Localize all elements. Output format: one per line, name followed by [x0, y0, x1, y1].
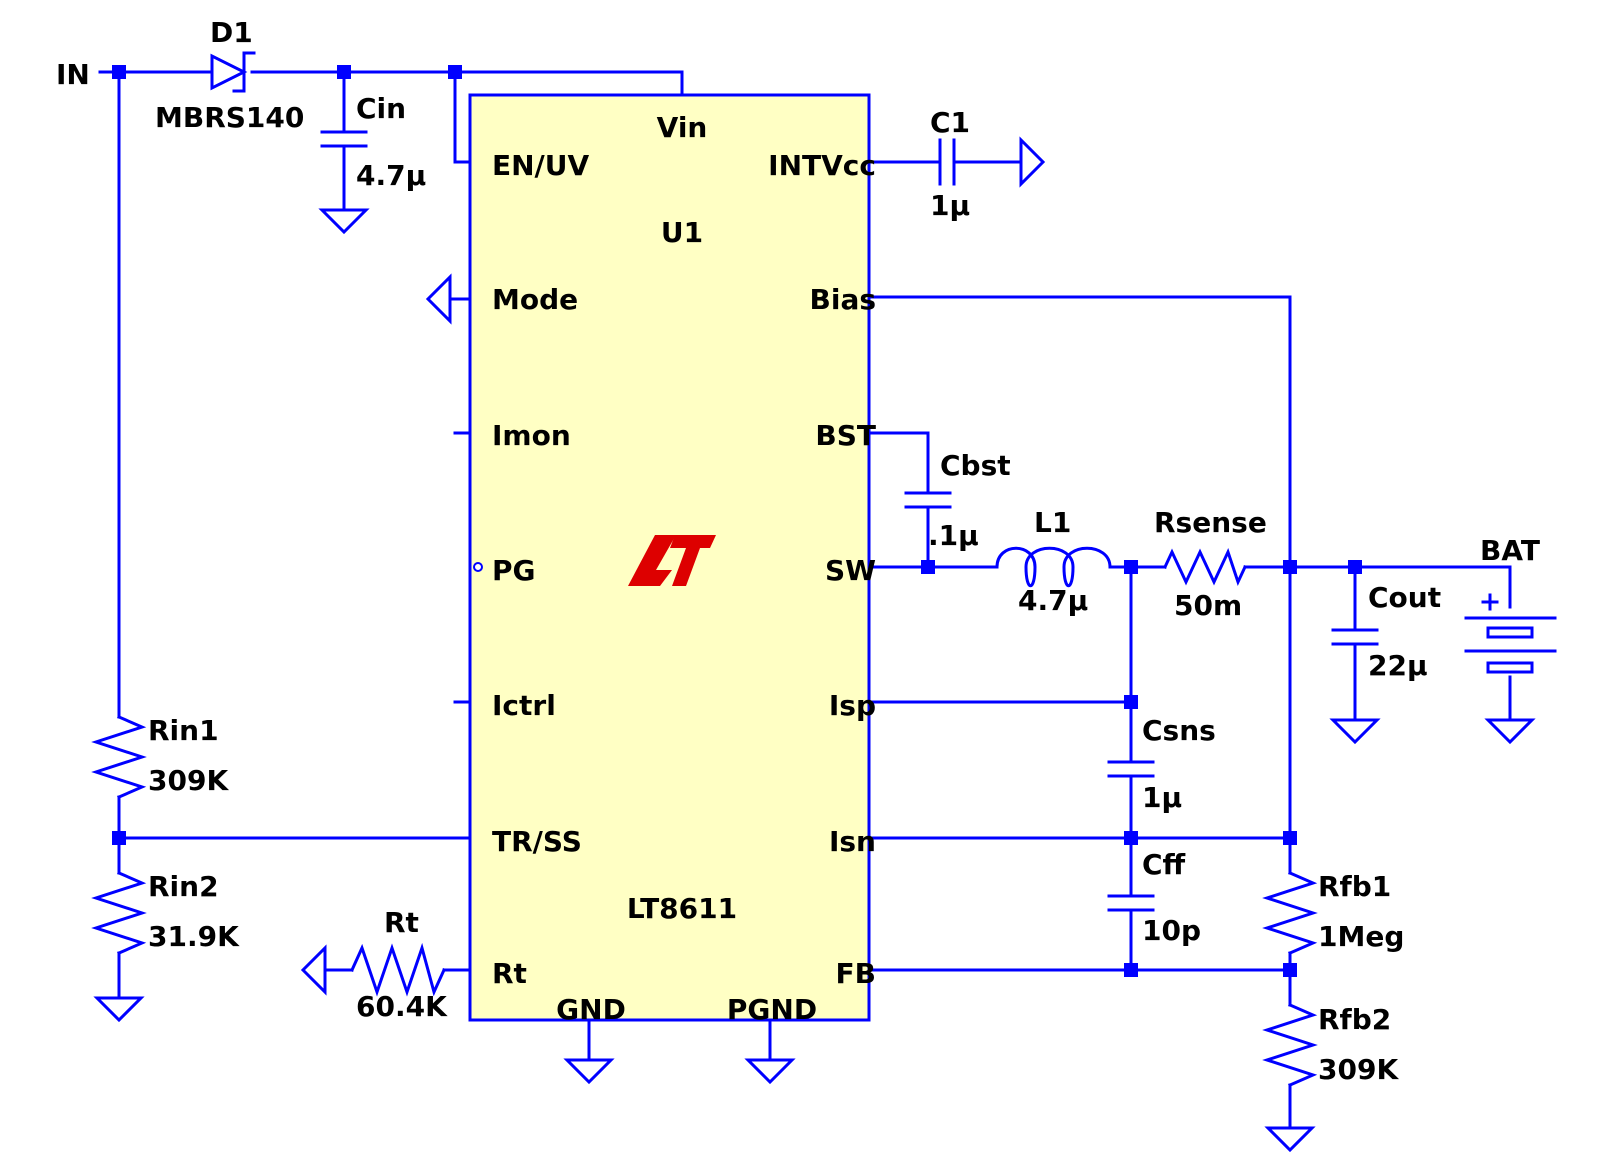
rfb2-ref: Rfb2	[1318, 1003, 1391, 1036]
capacitor-cout[interactable]	[1331, 628, 1379, 646]
rin1-ref: Rin1	[148, 714, 219, 747]
resistor-rin1[interactable]	[91, 715, 147, 799]
resistor-rfb2[interactable]	[1262, 1003, 1318, 1087]
ground-icon	[300, 944, 327, 996]
c1-value: 1µ	[930, 189, 970, 222]
csns-value: 1µ	[1142, 781, 1182, 814]
ground-icon	[563, 1058, 615, 1085]
csns-ref: Csns	[1142, 714, 1216, 747]
pin-sw: SW	[825, 554, 876, 587]
d1-value: MBRS140	[155, 101, 304, 134]
rt-ref: Rt	[384, 906, 419, 939]
ic-part-label: LT8611	[627, 892, 737, 925]
pin-pgnd: PGND	[727, 993, 817, 1026]
capacitor-csns[interactable]	[1107, 760, 1155, 778]
ground-icon	[1484, 718, 1536, 745]
pin-bst: BST	[815, 419, 876, 452]
junction-dots	[112, 65, 1362, 977]
pin-rt: Rt	[492, 957, 527, 990]
capacitor-c1[interactable]	[938, 138, 956, 186]
cin-ref: Cin	[356, 92, 406, 125]
rsense-ref: Rsense	[1154, 506, 1267, 539]
l1-ref: L1	[1034, 506, 1071, 539]
cbst-ref: Cbst	[940, 449, 1011, 482]
pin-vin: Vin	[657, 111, 708, 144]
capacitor-cff[interactable]	[1107, 894, 1155, 912]
resistor-rsense[interactable]	[1163, 547, 1247, 587]
resistor-rin2[interactable]	[91, 871, 147, 955]
pin-bias: Bias	[810, 283, 877, 316]
ground-icon	[93, 996, 145, 1023]
pin-isn: Isn	[829, 825, 876, 858]
pin-en-uv: EN/UV	[492, 149, 590, 182]
cin-value: 4.7µ	[356, 159, 426, 192]
capacitor-cin[interactable]	[320, 130, 368, 148]
pin-pg: PG	[492, 554, 536, 587]
d1-ref: D1	[210, 16, 253, 49]
resistor-rfb1[interactable]	[1262, 871, 1318, 955]
ground-icon	[1264, 1126, 1316, 1153]
cff-ref: Cff	[1142, 848, 1186, 881]
ic-body-u1[interactable]	[468, 93, 871, 1022]
ground-icon	[1019, 136, 1046, 188]
c1-ref: C1	[930, 106, 970, 139]
ground-icon	[318, 208, 370, 235]
rfb1-ref: Rfb1	[1318, 870, 1391, 903]
lt-logo-icon	[628, 535, 716, 586]
cout-value: 22µ	[1368, 649, 1428, 682]
diode-d1[interactable]	[210, 51, 256, 93]
net-label-in: IN	[56, 58, 90, 91]
rin1-value: 309K	[148, 764, 229, 797]
pin-isp: Isp	[829, 689, 876, 722]
rin2-value: 31.9K	[148, 920, 240, 953]
cff-value: 10p	[1142, 914, 1201, 947]
pin-gnd: GND	[556, 993, 626, 1026]
resistor-rt[interactable]	[350, 942, 446, 997]
pin-ictrl: Ictrl	[492, 689, 556, 722]
l1-value: 4.7µ	[1018, 584, 1088, 617]
net-label-bat: BAT	[1480, 534, 1540, 567]
pg-open-pin-marker	[473, 562, 483, 572]
cout-ref: Cout	[1368, 581, 1441, 614]
cbst-value: .1µ	[928, 519, 979, 552]
rfb2-value: 309K	[1318, 1053, 1399, 1086]
rt-value: 60.4K	[356, 990, 448, 1023]
rin2-ref: Rin2	[148, 870, 219, 903]
pin-tr-ss: TR/SS	[492, 825, 582, 858]
ic-ref-label: U1	[661, 216, 703, 249]
battery-bat[interactable]	[1464, 593, 1557, 674]
ground-icon	[425, 273, 452, 325]
ground-icon	[744, 1058, 796, 1085]
rsense-value: 50m	[1174, 589, 1242, 622]
pin-mode: Mode	[492, 283, 578, 316]
inductor-l1[interactable]	[995, 546, 1112, 588]
pin-intvcc: INTVcc	[768, 149, 876, 182]
pin-fb: FB	[836, 957, 876, 990]
rfb1-value: 1Meg	[1318, 920, 1404, 953]
capacitor-cbst[interactable]	[904, 491, 952, 509]
ground-icon	[1329, 718, 1381, 745]
pin-imon: Imon	[492, 419, 571, 452]
